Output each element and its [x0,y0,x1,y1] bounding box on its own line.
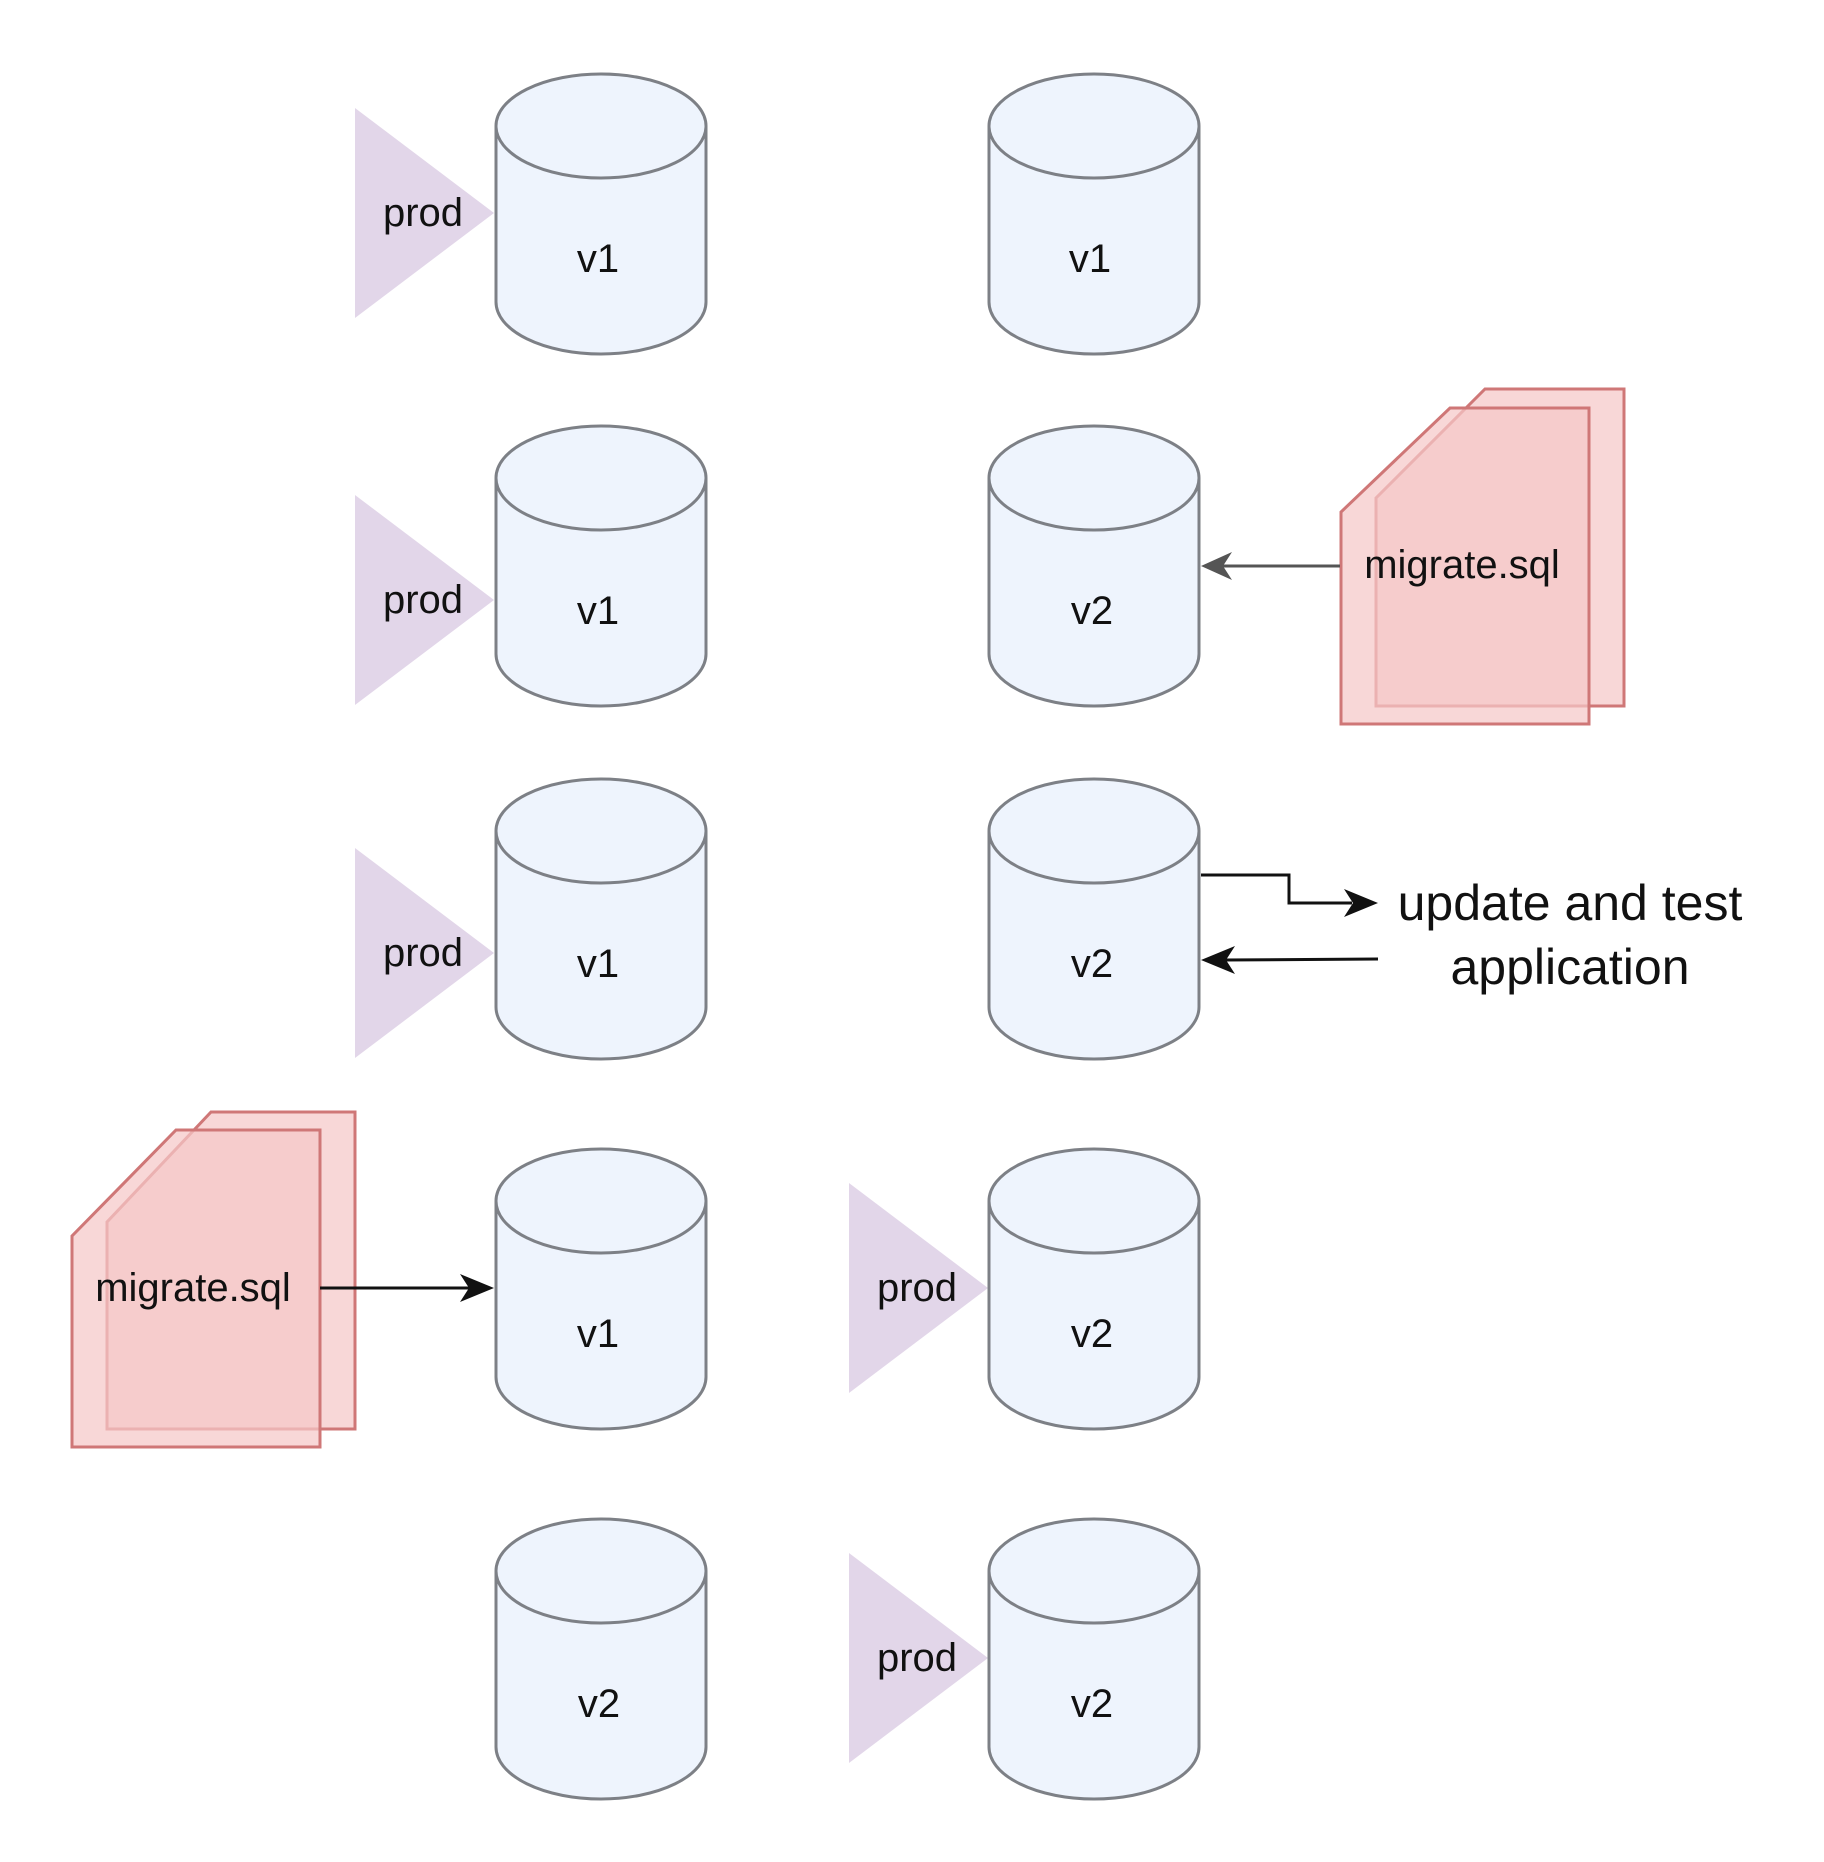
row-2: prod v1 v2 migrate.sql [355,387,1626,726]
database-right: v2 [987,424,1201,708]
prod-marker [355,108,494,318]
prod-label: prod [383,578,463,622]
prod-label: prod [383,191,463,235]
database-right: v1 [987,72,1201,356]
prod-label: prod [877,1636,957,1680]
from-application-arrow [1201,946,1379,974]
prod-marker [355,495,494,705]
prod-marker [849,1183,988,1393]
database-left: v1 [494,1147,708,1431]
row-5: v2 prod v2 [494,1517,1201,1801]
migration-file-label: migrate.sql [1364,543,1560,587]
database-left: v1 [494,72,708,356]
apply-migration-arrow [320,1274,494,1302]
migration-file: migrate.sql [1339,387,1626,726]
database-version-label: v2 [1071,589,1113,633]
database-version-label: v2 [1071,942,1113,986]
database-left: v1 [494,777,708,1061]
row-1: prod v1 v1 [355,72,1201,356]
database-version-label: v2 [1071,1682,1113,1726]
row-3: prod v1 v2 update and test application [355,777,1743,1061]
prod-marker [849,1553,988,1763]
database-version-label: v2 [578,1682,620,1726]
prod-label: prod [383,931,463,975]
database-right: v2 [987,1147,1201,1431]
migration-file: migrate.sql [70,1110,357,1449]
application-note-line-1: update and test [1398,875,1743,931]
migration-file-label: migrate.sql [95,1266,291,1310]
to-application-arrow [1201,873,1378,917]
prod-label: prod [877,1266,957,1310]
database-version-label: v1 [577,589,619,633]
application-note-line-2: application [1450,939,1689,995]
prod-marker [355,848,494,1058]
database-version-label: v1 [577,1312,619,1356]
apply-migration-arrow [1201,552,1340,580]
row-4: migrate.sql v1 prod v2 [70,1110,1201,1449]
database-version-label: v1 [577,237,619,281]
database-version-label: v1 [1069,237,1111,281]
database-version-label: v1 [577,942,619,986]
database-right: v2 [987,777,1201,1061]
database-left: v1 [494,424,708,708]
database-version-label: v2 [1071,1312,1113,1356]
database-right: v2 [987,1517,1201,1801]
database-left: v2 [494,1517,708,1801]
